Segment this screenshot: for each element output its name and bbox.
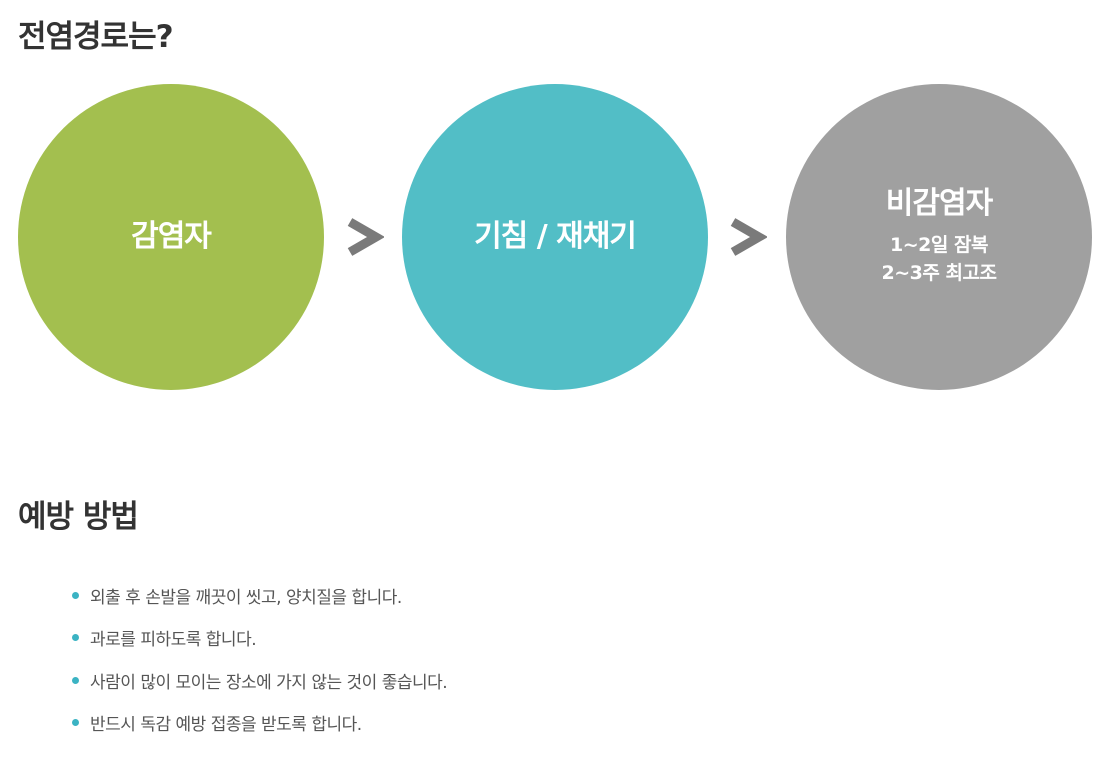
- bullet-icon: [72, 634, 79, 641]
- list-item: 사람이 많이 모이는 장소에 가지 않는 것이 좋습니다.: [72, 669, 448, 693]
- cough-sneeze-circle: 기침 / 재채기: [402, 84, 708, 390]
- bullet-icon: [72, 719, 79, 726]
- incubation-period-text: 1~2일 잠복: [890, 234, 988, 257]
- list-item-text: 반드시 독감 예방 접종을 받도록 합니다.: [90, 715, 362, 735]
- infected-person-circle: 감염자: [18, 84, 324, 390]
- list-item-text: 과로를 피하도록 합니다.: [90, 630, 257, 650]
- list-item-text: 사람이 많이 모이는 장소에 가지 않는 것이 좋습니다.: [90, 672, 448, 693]
- chevron-right-icon: [730, 218, 767, 256]
- bullet-icon: [72, 676, 79, 684]
- non-infected-person-circle: 비감염자 1~2일 잠복 2~3주 최고조: [786, 84, 1092, 390]
- non-infected-person-label: 비감염자: [885, 186, 993, 222]
- prevention-methods-title: 예방 방법: [18, 499, 139, 535]
- list-item: 외출 후 손발을 깨끗이 씻고, 양치질을 합니다.: [72, 584, 447, 608]
- peak-period-text: 2~3주 최고조: [881, 262, 997, 284]
- cough-sneeze-label: 기침 / 재채기: [474, 219, 637, 254]
- chevron-right-icon: [347, 218, 384, 256]
- list-item: 과로를 피하도록 합니다.: [72, 627, 447, 650]
- infected-person-label: 감염자: [131, 219, 212, 254]
- list-item: 반드시 독감 예방 접종을 받도록 합니다.: [72, 712, 447, 735]
- prevention-list: 외출 후 손발을 깨끗이 씻고, 양치질을 합니다. 과로를 피하도록 합니다.…: [72, 584, 448, 754]
- list-item-text: 외출 후 손발을 깨끗이 씻고, 양치질을 합니다.: [90, 587, 402, 608]
- bullet-icon: [72, 591, 79, 599]
- transmission-route-title: 전염경로는?: [18, 19, 174, 55]
